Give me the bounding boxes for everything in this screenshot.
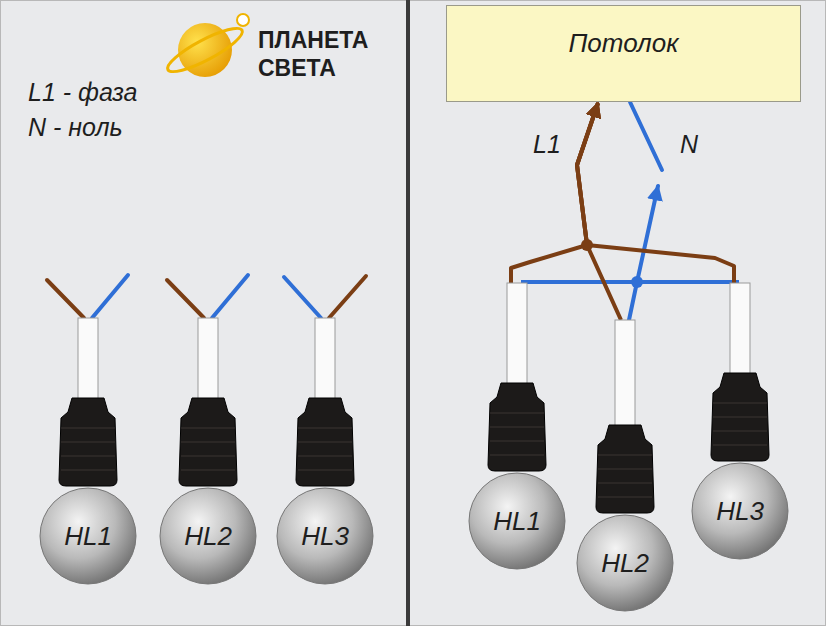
divider	[406, 0, 410, 626]
left-wires	[47, 275, 366, 318]
lamp-label: HL1	[467, 506, 567, 536]
logo-planet	[163, 14, 249, 79]
lamp: HL3	[690, 283, 790, 559]
lamp-label: HL3	[690, 496, 790, 526]
wire-label: N	[680, 130, 698, 159]
phase-junction	[581, 239, 593, 251]
lamp-label: HL2	[575, 548, 675, 578]
lamp: HL1	[467, 283, 567, 569]
neutral-junction	[631, 276, 643, 288]
wire-label: L1	[533, 130, 561, 159]
lamp-label: HL2	[158, 521, 258, 551]
phase-wire	[511, 103, 598, 283]
ceiling-box: Потолок	[446, 5, 801, 102]
lamp: HL2	[158, 318, 258, 584]
lamp: HL1	[38, 318, 138, 584]
phase-wire	[577, 103, 734, 283]
ceiling-label: Потолок	[569, 6, 679, 59]
lamp-label: HL3	[275, 521, 375, 551]
lamp: HL2	[575, 320, 675, 611]
wire-label: N - ноль	[28, 113, 123, 142]
neutral-wires	[523, 102, 737, 320]
logo-text: ПЛАНЕТА СВЕТА	[258, 26, 408, 82]
wire-label: L1 - фаза	[28, 78, 138, 107]
lamp: HL3	[275, 318, 375, 584]
lamp-label: HL1	[38, 521, 138, 551]
